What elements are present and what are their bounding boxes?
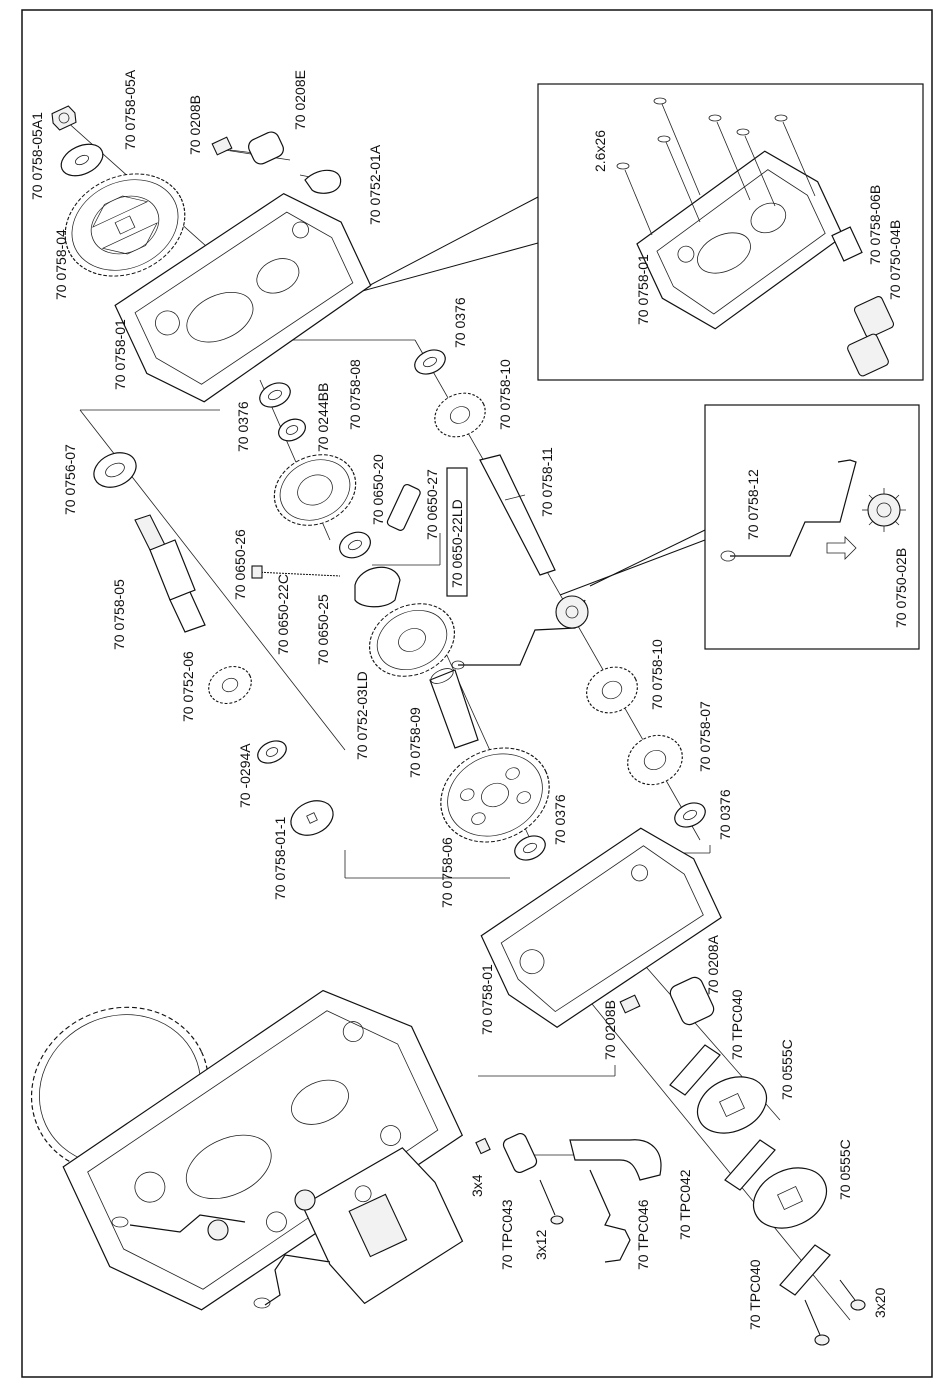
label-0752-01a: 70 0752-01A — [367, 144, 383, 225]
label-0208a: 70 0208A — [705, 934, 721, 995]
brackets-and-plates — [669, 1044, 831, 1296]
screws-3x20 — [804, 1279, 866, 1346]
label-0294a: 70 -0294A — [237, 743, 253, 808]
label-0758-06: 70 0758-06 — [439, 837, 455, 908]
collar-0208e — [211, 131, 284, 165]
gear-0758-08 — [273, 454, 357, 526]
label-0208b-mid: 70 0208B — [602, 1000, 618, 1060]
label-0650-27: 70 0650-27 — [424, 469, 440, 540]
bearings — [93, 349, 706, 861]
label-0758-11: 70 0758-11 — [539, 447, 555, 517]
inset-assembly-detail: 2.6x26 70 0758-01 70 0758-06B 70 0750-04… — [354, 83, 924, 381]
part-labels: 70 0758-05A1 70 0758-05A 70 0208B 70 020… — [29, 69, 888, 1330]
label-0750-04b: 70 0750-04B — [887, 220, 903, 300]
page-frame — [21, 9, 933, 1378]
label-0758-05a1: 70 0758-05A1 — [29, 112, 45, 200]
upper-gear-housing — [114, 169, 372, 403]
shaft-0758-11 — [479, 454, 556, 576]
label-0376-b: 70 0376 — [452, 297, 468, 348]
throttle-arm-parts — [475, 1132, 662, 1263]
throttle-link-main — [451, 595, 589, 670]
label-tpc040-a: 70 TPC040 — [729, 989, 745, 1060]
label-0758-05: 70 0758-05 — [111, 579, 127, 650]
label-3x4: 3x4 — [469, 1174, 485, 1197]
label-3x20: 3x20 — [872, 1287, 888, 1318]
collar-0208a — [619, 976, 715, 1026]
label-0758-10-upper: 70 0758-10 — [497, 359, 513, 430]
label-0650-26: 70 0650-26 — [232, 529, 248, 600]
label-tpc040-b: 70 TPC040 — [747, 1259, 763, 1330]
label-0376-c: 70 0376 — [552, 794, 568, 845]
label-0555c-a: 70 0555C — [779, 1039, 795, 1100]
shaft-0758-09 — [429, 668, 479, 749]
label-0750-02b: 70 0750-02B — [893, 548, 909, 628]
label-0650-22ld: 70 0650-22LD — [449, 499, 465, 588]
label-0758-01-mid: 70 0758-01 — [479, 964, 495, 1035]
label-0650-20: 70 0650-20 — [370, 454, 386, 525]
gear-0758-10-lower — [586, 666, 638, 714]
gear-0752-06 — [208, 666, 252, 704]
label-0650-22c: 70 0650-22C — [275, 574, 291, 655]
label-0758-08: 70 0758-08 — [347, 359, 363, 430]
label-0208b-top: 70 0208B — [187, 95, 203, 155]
inset-throttle-link-detail: 70 0758-12 70 0750-02B — [559, 404, 920, 650]
cap-0758-01-1 — [290, 800, 334, 836]
label-0555c-b: 70 0555C — [837, 1139, 853, 1200]
label-0756-07: 70 0756-07 — [62, 444, 78, 515]
label-0758-09: 70 0758-09 — [407, 707, 423, 778]
label-0758-06b: 70 0758-06B — [867, 185, 883, 265]
nut-and-washer — [51, 105, 104, 177]
label-tpc043: 70 TPC043 — [499, 1199, 515, 1270]
gear-0758-07 — [627, 734, 683, 786]
spur-gear-0758-04 — [64, 173, 186, 277]
gear-0752-03ld — [368, 603, 456, 677]
label-box-0650-22ld — [446, 467, 468, 597]
gear-0758-06 — [440, 747, 550, 843]
label-0758-05a: 70 0758-05A — [122, 69, 138, 150]
gear-0758-10-upper — [434, 392, 486, 438]
label-0208e: 70 0208E — [292, 70, 308, 130]
label-tpc046: 70 TPC046 — [635, 1199, 651, 1270]
clutch-spring-assembly — [251, 467, 468, 608]
label-0758-01-inset: 70 0758-01 — [635, 254, 651, 325]
label-0244bb: 70 0244BB — [315, 383, 331, 452]
label-3x12: 3x12 — [533, 1229, 549, 1260]
label-0758-07: 70 0758-07 — [697, 701, 713, 772]
label-0758-04: 70 0758-04 — [53, 229, 69, 300]
label-0376-d: 70 0376 — [717, 789, 733, 840]
label-0758-12: 70 0758-12 — [745, 469, 761, 540]
label-0650-25: 70 0650-25 — [315, 594, 331, 665]
label-2-6x26: 2.6x26 — [592, 130, 608, 172]
label-0758-10-lower: 70 0758-10 — [649, 639, 665, 710]
label-0758-01-1: 70 0758-01-1 — [272, 816, 288, 900]
label-0758-01-top: 70 0758-01 — [112, 319, 128, 390]
lower-gear-housing — [480, 827, 722, 1028]
assembled-gearbox-view — [30, 989, 464, 1311]
label-tpc042: 70 TPC042 — [677, 1169, 693, 1240]
label-0752-06: 70 0752-06 — [180, 651, 196, 722]
label-0752-03ld: 70 0752-03LD — [354, 671, 370, 760]
label-0376-a: 70 0376 — [235, 401, 251, 452]
shaft-0758-05 — [134, 514, 206, 633]
